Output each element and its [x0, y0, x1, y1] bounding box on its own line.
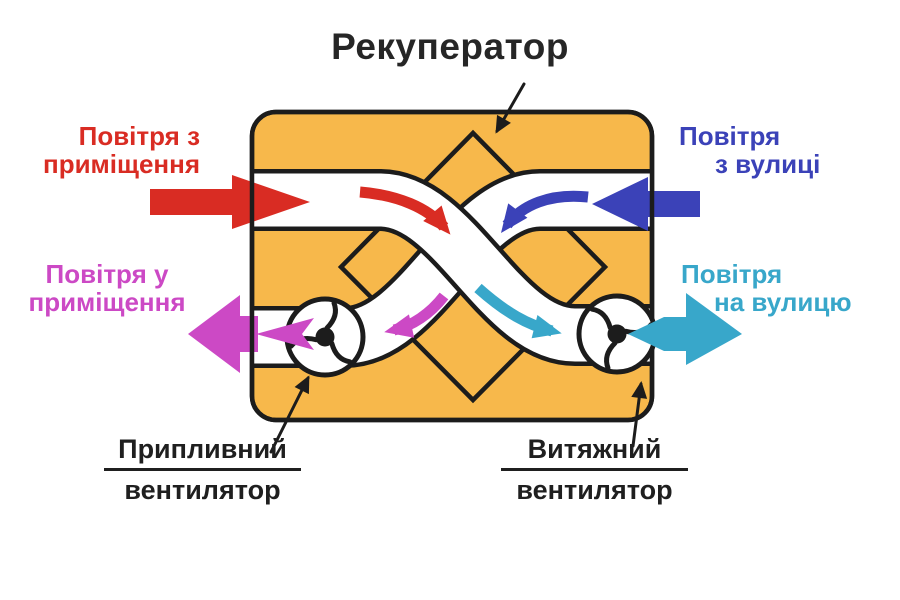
pointer-to-heat-exchanger	[495, 82, 526, 134]
magenta-dart-icon	[256, 318, 314, 350]
label-line: Повітря з	[78, 121, 200, 151]
magenta-outflow-arrow-icon	[188, 295, 258, 373]
label-line: Витяжний	[501, 434, 688, 471]
label-line: Повітря	[679, 121, 781, 151]
label-line: на вулицю	[714, 287, 852, 317]
label-line: Повітря у	[45, 259, 169, 289]
label-line: приміщення	[28, 287, 186, 317]
red-curved-arrow-icon	[359, 186, 451, 235]
cyan-outflow-arrow-icon	[628, 293, 742, 365]
label-supply-fan: Припливний вентилятор	[104, 434, 301, 505]
label-air-to-room: Повітря у приміщення	[14, 260, 200, 316]
blue-curved-arrow-icon	[500, 190, 589, 233]
label-exhaust-fan: Витяжний вентилятор	[501, 434, 688, 505]
label-line: приміщення	[42, 149, 200, 179]
label-line: Припливний	[104, 434, 301, 471]
cyan-curved-arrow-icon	[474, 283, 562, 339]
label-air-to-street: Повітря на вулицю	[681, 260, 852, 316]
label-line: вентилятор	[124, 475, 281, 505]
red-inflow-arrow-icon	[150, 175, 310, 229]
pointer-to-exhaust-fan	[631, 381, 648, 448]
label-air-from-street: Повітря з вулиці	[679, 122, 820, 178]
label-line: Повітря	[681, 259, 783, 289]
magenta-curved-arrow-icon	[384, 292, 449, 338]
diagram-title: Рекуператор	[331, 26, 569, 67]
label-air-from-room: Повітря з приміщення	[14, 122, 200, 178]
label-line: вентилятор	[516, 475, 673, 505]
blue-inflow-arrow-icon	[592, 177, 700, 231]
label-line: з вулиці	[715, 149, 821, 179]
box-border	[249, 109, 655, 423]
pointer-to-supply-fan	[269, 375, 310, 454]
